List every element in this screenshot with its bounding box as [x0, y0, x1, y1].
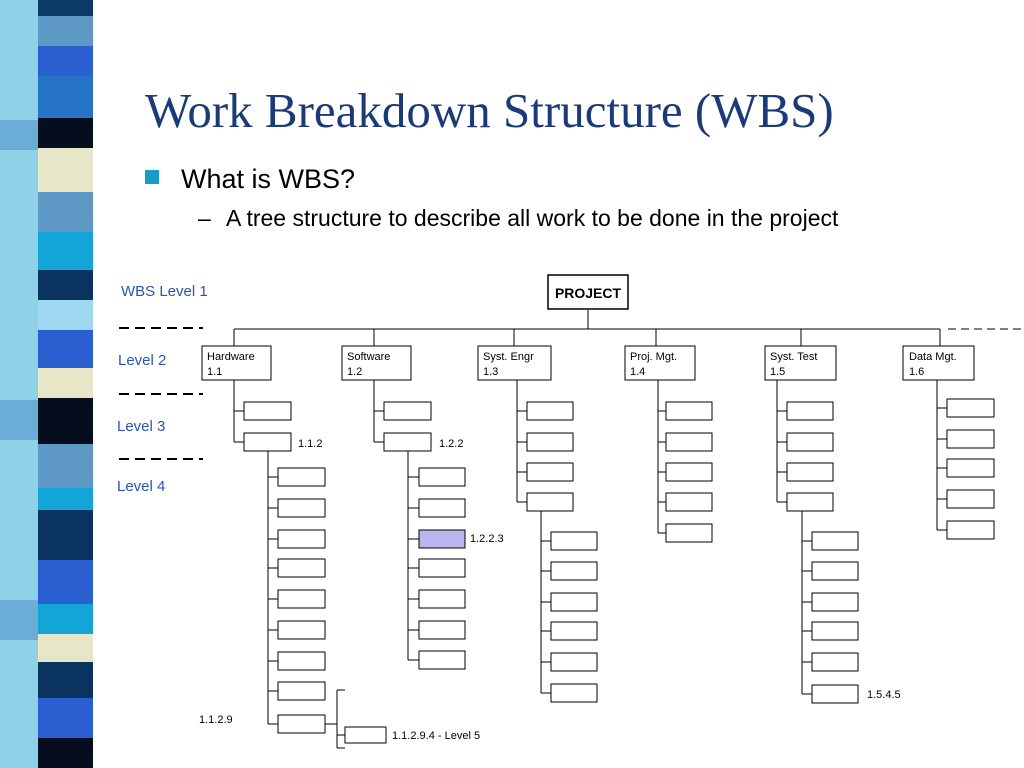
sub-bullet-text: A tree structure to describe all work to…: [226, 205, 839, 231]
square-bullet-icon: [145, 170, 159, 184]
node-syst-test: [764, 345, 837, 381]
level-label-4: Level 4: [117, 478, 165, 495]
bullet-what-is-wbs: What is WBS?: [145, 164, 355, 195]
node-software: [341, 345, 412, 381]
code-label-sw-sub: 1.2.2: [439, 438, 463, 450]
level-label-2: Level 2: [118, 352, 166, 369]
code-label-hw-sub: 1.1.2: [298, 438, 322, 450]
root-label: PROJECT: [555, 285, 622, 301]
sub-bullet: – A tree structure to describe all work …: [198, 205, 928, 232]
wbs-tree-svg: PROJECT Hardware 1.1 Software 1.2 Syst. …: [117, 274, 1024, 749]
node-syst-engr-name: Syst. Engr: [483, 351, 534, 363]
code-label-test-leaf: 1.5.4.5: [867, 689, 901, 701]
code-label-level5: 1.1.2.9.4 - Level 5: [392, 730, 480, 742]
level-label-3: Level 3: [117, 418, 165, 435]
decorative-stripe-bar: [0, 0, 100, 768]
level-label-1: WBS Level 1: [121, 283, 208, 300]
wbs-diagram: PROJECT Hardware 1.1 Software 1.2 Syst. …: [103, 268, 1024, 752]
slide-title: Work Breakdown Structure (WBS): [145, 83, 834, 138]
bullet-text: What is WBS?: [181, 164, 356, 194]
node-data-mgt-code: 1.6: [909, 366, 924, 378]
code-label-hw-leaf: 1.1.2.9: [199, 714, 233, 726]
dash-marker: –: [198, 205, 211, 231]
node-hardware-name: Hardware: [207, 351, 255, 363]
node-syst-engr-code: 1.3: [483, 366, 498, 378]
node-data-mgt-name: Data Mgt.: [909, 351, 957, 363]
node-software-name: Software: [347, 351, 390, 363]
highlighted-box: [418, 529, 466, 549]
node-data-mgt: [902, 345, 975, 381]
node-syst-engr: [477, 345, 552, 381]
node-proj-mgt-code: 1.4: [630, 366, 645, 378]
node-hardware: [201, 345, 272, 381]
node-syst-test-code: 1.5: [770, 366, 785, 378]
root-node: [547, 274, 629, 310]
code-label-highlighted: 1.2.2.3: [470, 533, 504, 545]
node-hardware-code: 1.1: [207, 366, 222, 378]
node-software-code: 1.2: [347, 366, 362, 378]
node-proj-mgt: [624, 345, 696, 381]
node-proj-mgt-name: Proj. Mgt.: [630, 351, 677, 363]
node-syst-test-name: Syst. Test: [770, 351, 817, 363]
